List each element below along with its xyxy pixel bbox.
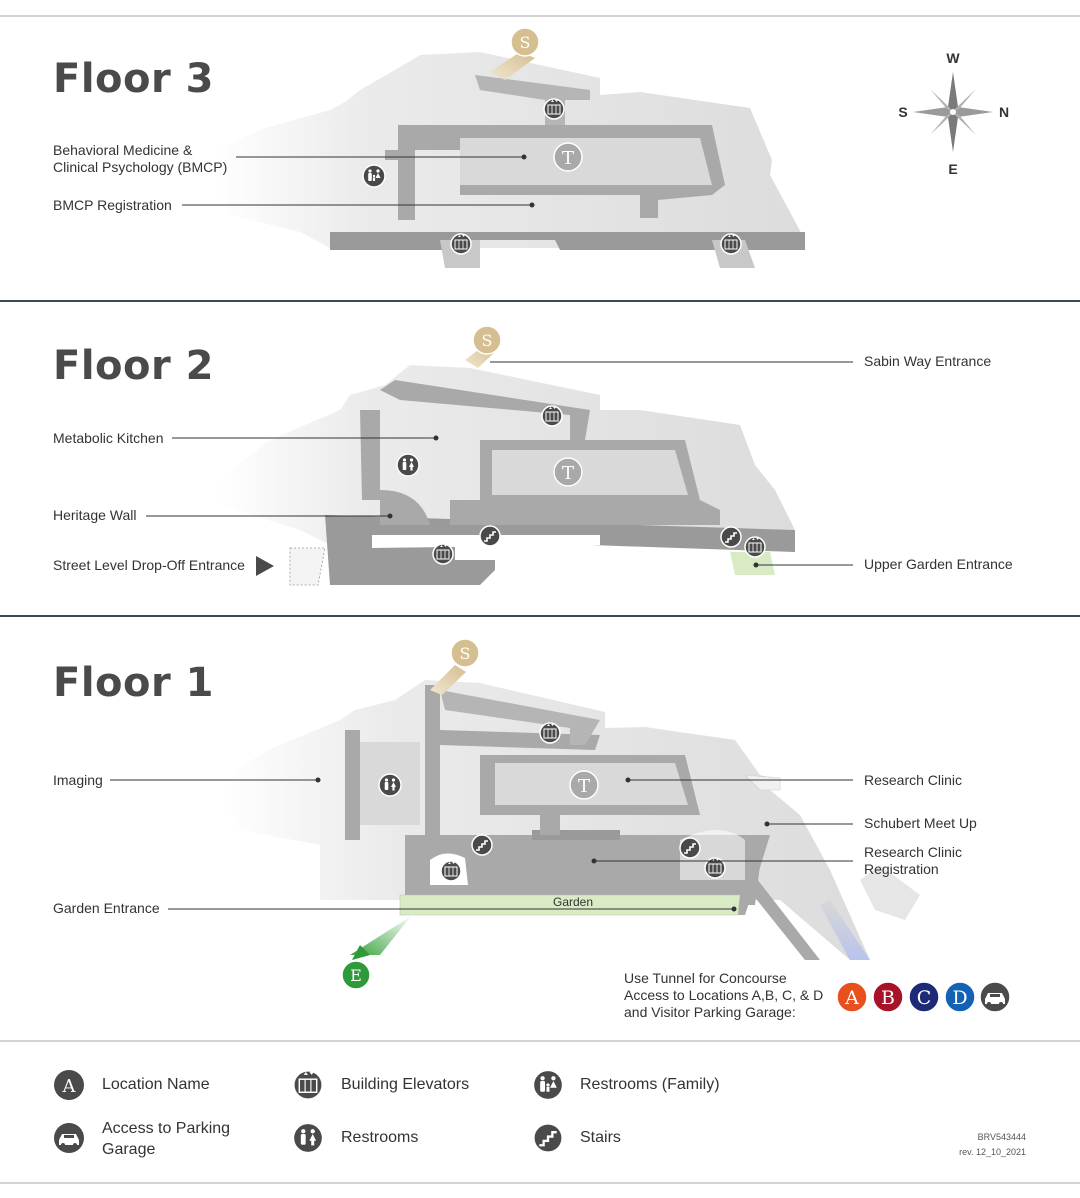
label-sabin-way-entrance: Sabin Way Entrance <box>864 353 992 369</box>
compass: W S N E <box>898 50 1009 177</box>
label-imaging: Imaging <box>53 772 103 788</box>
elevator-icon <box>450 233 472 255</box>
elevator-icon <box>541 405 563 427</box>
legend-elevator-icon <box>292 1069 324 1101</box>
restrooms-icon <box>396 453 420 477</box>
legend-location-icon: A <box>62 1076 77 1097</box>
legend-restrooms-icon <box>292 1122 324 1154</box>
legend-icons: A <box>54 1069 564 1154</box>
elevator-icon <box>440 860 462 882</box>
label-heritage-wall: Heritage Wall <box>53 507 137 523</box>
compass-n: N <box>999 104 1009 120</box>
stairs-icon <box>679 837 701 859</box>
restrooms-family-icon <box>362 164 386 188</box>
floor-1-map: Garden S E T <box>110 638 920 990</box>
revision-date: rev. 12_10_2021 <box>959 1147 1026 1157</box>
floor-3-title: Floor 3 <box>53 56 214 102</box>
compass-s: S <box>898 104 907 120</box>
label-metabolic-kitchen: Metabolic Kitchen <box>53 430 164 446</box>
label-street-level-entrance: Street Level Drop-Off Entrance <box>53 557 245 573</box>
label-research-clinic: Research Clinic <box>864 772 963 788</box>
floor-2-title: Floor 2 <box>53 343 214 389</box>
label-schubert-meet-up: Schubert Meet Up <box>864 815 977 831</box>
tower-marker-floor-1: T <box>578 776 590 797</box>
sabin-marker-floor-1: S <box>460 644 471 663</box>
location-a-marker: A <box>844 987 859 1009</box>
legend-elevators: Building Elevators <box>341 1076 470 1093</box>
top-divider <box>0 15 1080 17</box>
label-garden-entrance: Garden Entrance <box>53 900 160 916</box>
bottom-divider <box>0 1182 1080 1184</box>
compass-e: E <box>948 161 957 177</box>
drop-off-arrow-icon <box>256 556 274 576</box>
legend-restrooms-family: Restrooms (Family) <box>580 1076 720 1093</box>
location-d-marker: D <box>952 987 967 1009</box>
legend-restrooms: Restrooms <box>341 1129 419 1146</box>
location-circles: A B C D <box>836 981 1011 1013</box>
floor-divider-2-1 <box>0 615 1080 617</box>
legend-stairs-icon <box>532 1122 564 1154</box>
elevator-icon <box>720 233 742 255</box>
sabin-marker-floor-2: S <box>482 331 493 350</box>
entrance-marker: E <box>350 966 362 985</box>
legend-divider <box>0 1040 1080 1042</box>
floor-3-map: S T <box>182 27 805 268</box>
floor-divider-3-2 <box>0 300 1080 302</box>
label-upper-garden-entrance: Upper Garden Entrance <box>864 556 1013 572</box>
elevator-icon <box>539 722 561 744</box>
legend-parking: Access to Parking Garage <box>102 1120 231 1158</box>
tower-marker-floor-2: T <box>562 463 574 484</box>
elevator-icon <box>432 543 454 565</box>
garden-label: Garden <box>553 895 593 909</box>
location-c-marker: C <box>917 987 932 1009</box>
label-bmcp-registration: BMCP Registration <box>53 197 172 213</box>
location-b-marker: B <box>881 987 895 1009</box>
tower-marker-floor-3: T <box>562 148 574 169</box>
sabin-marker-floor-3: S <box>520 33 531 52</box>
legend-restrooms-family-icon <box>532 1069 564 1101</box>
label-research-clinic-registration: Research Clinic Registration <box>864 844 963 877</box>
stairs-icon <box>479 525 501 547</box>
document-code: BRV543444 <box>977 1132 1026 1142</box>
label-bmcp: Behavioral Medicine & Clinical Psycholog… <box>53 142 228 175</box>
stairs-icon <box>720 526 742 548</box>
elevator-icon <box>543 98 565 120</box>
stairs-icon <box>471 834 493 856</box>
compass-w: W <box>946 50 960 66</box>
restrooms-icon <box>378 773 402 797</box>
floor-1-title: Floor 1 <box>53 660 214 706</box>
elevator-icon <box>744 536 766 558</box>
floor-2-map: S T <box>146 325 853 586</box>
legend-parking-icon <box>54 1123 84 1153</box>
tunnel-note: Use Tunnel for Concourse Access to Locat… <box>624 970 824 1020</box>
parking-garage-icon <box>979 981 1011 1013</box>
legend-location-name: Location Name <box>102 1076 210 1093</box>
legend-stairs: Stairs <box>580 1129 621 1146</box>
